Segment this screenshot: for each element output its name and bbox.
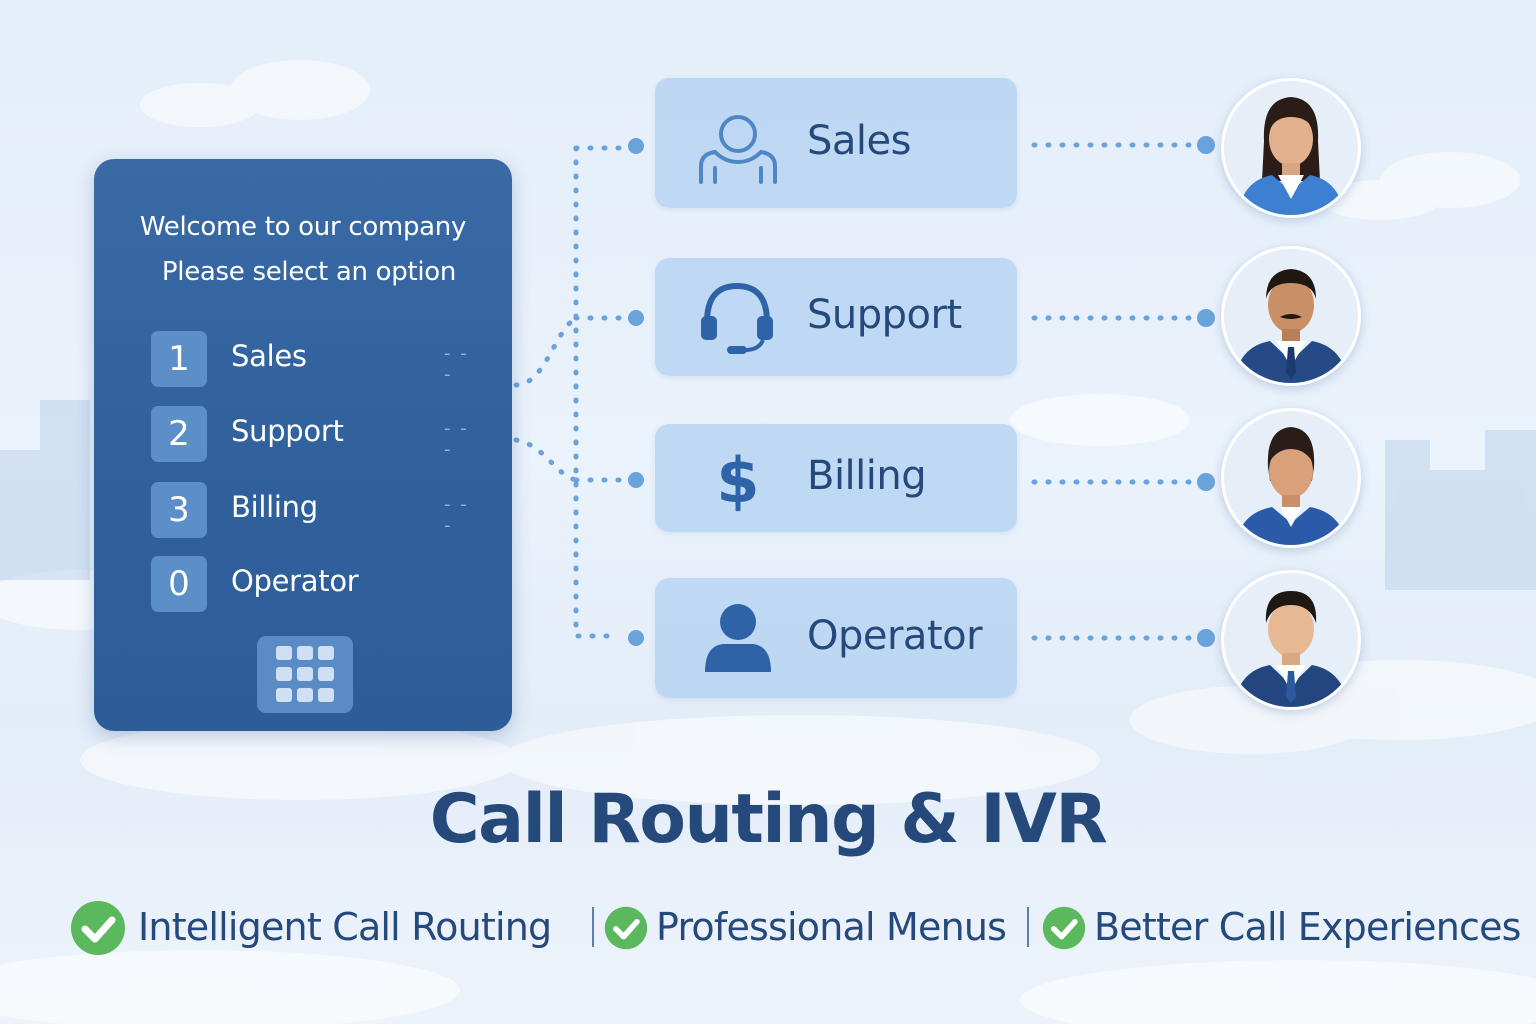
department-card-billing[interactable]: $ Billing: [655, 424, 1017, 532]
user-outline-icon: [699, 115, 777, 184]
menu-option-sales[interactable]: 1 Sales - - -: [151, 331, 481, 387]
svg-text:$: $: [716, 444, 759, 512]
department-label: Support: [807, 292, 962, 338]
check-circle-icon: [604, 906, 648, 950]
key-1[interactable]: 1: [151, 331, 207, 387]
feature-separator: [1027, 907, 1029, 947]
feature-label: Intelligent Call Routing: [138, 905, 552, 949]
agent-portrait-man-icon: [1234, 269, 1348, 383]
check-circle-icon: [71, 901, 125, 955]
menu-dash: - - -: [444, 343, 469, 385]
feature-separator: [592, 907, 594, 947]
agent-portrait-man-icon: [1234, 591, 1348, 707]
headset-icon: [701, 282, 773, 354]
agent-avatar-support[interactable]: [1221, 246, 1361, 386]
agent-avatar-operator[interactable]: [1221, 570, 1361, 710]
feature-item: Better Call Experiences: [1042, 900, 1522, 956]
menu-dash: - - -: [444, 494, 469, 536]
agent-avatar-sales[interactable]: [1221, 78, 1361, 218]
user-solid-icon: [705, 604, 771, 672]
agent-avatar-billing[interactable]: [1221, 408, 1361, 548]
menu-option-operator[interactable]: 0 Operator: [151, 556, 481, 612]
feature-item: Intelligent Call Routing: [70, 900, 590, 956]
dollar-sign-icon: $: [716, 444, 759, 512]
department-card-support[interactable]: Support: [655, 258, 1017, 376]
feature-label: Professional Menus: [656, 905, 1007, 949]
feature-item: Professional Menus: [604, 900, 1024, 956]
department-label: Billing: [807, 453, 927, 499]
prompt-text: Please select an option: [161, 257, 457, 287]
agent-portrait-woman-icon: [1238, 97, 1344, 215]
key-2[interactable]: 2: [151, 406, 207, 462]
menu-option-billing[interactable]: 3 Billing - - -: [151, 482, 481, 538]
department-card-sales[interactable]: Sales: [655, 78, 1017, 208]
feature-label: Better Call Experiences: [1094, 905, 1521, 949]
menu-option-label: Operator: [231, 564, 359, 598]
keypad-button[interactable]: [257, 636, 353, 713]
department-label: Operator: [807, 613, 983, 659]
menu-dash: - - -: [444, 418, 469, 460]
menu-option-support[interactable]: 2 Support - - -: [151, 406, 481, 462]
welcome-text: Welcome to our company: [139, 212, 467, 242]
menu-option-label: Billing: [231, 490, 318, 524]
check-circle-icon: [1042, 906, 1086, 950]
agent-portrait-woman-icon: [1236, 427, 1346, 545]
menu-option-label: Sales: [231, 339, 307, 373]
key-0[interactable]: 0: [151, 556, 207, 612]
department-card-operator[interactable]: Operator: [655, 578, 1017, 698]
keypad-grid-icon: [276, 646, 334, 702]
menu-option-label: Support: [231, 414, 344, 448]
key-3[interactable]: 3: [151, 482, 207, 538]
department-label: Sales: [807, 118, 911, 164]
page-title: Call Routing & IVR: [429, 780, 1108, 859]
